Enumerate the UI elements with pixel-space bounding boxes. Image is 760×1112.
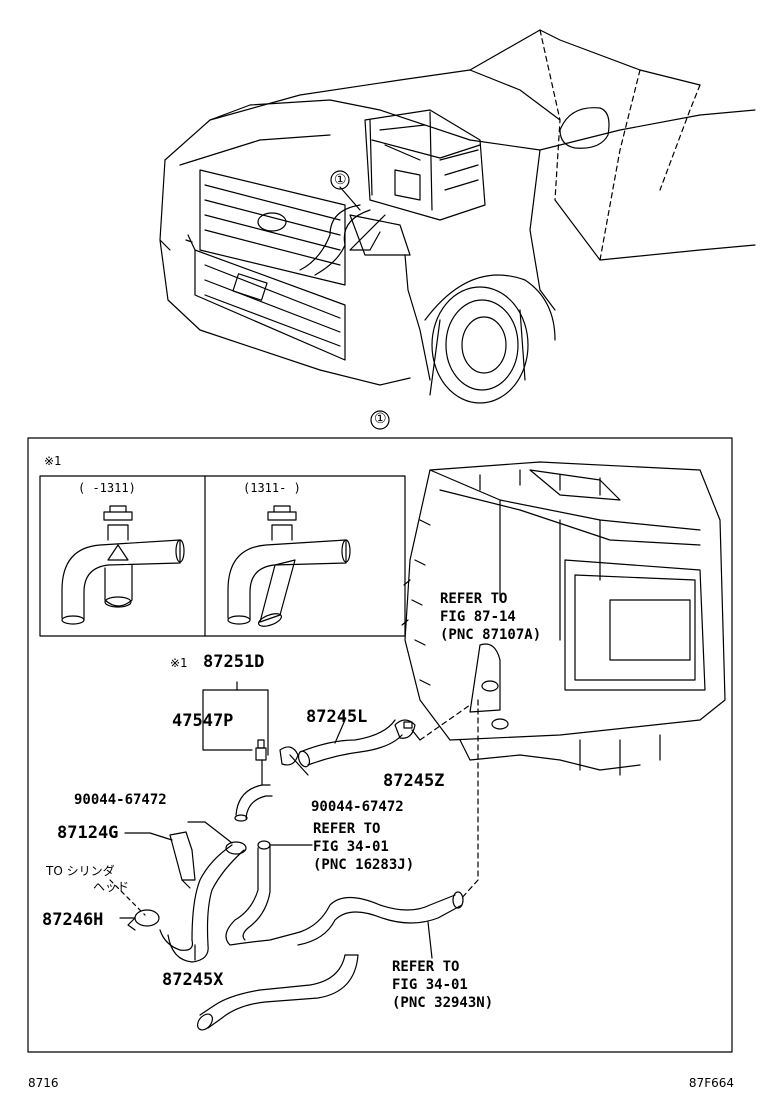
part-90044-left-label: 90044-67472 — [74, 792, 167, 808]
ref2-line3: (PNC 16283J) — [313, 857, 415, 873]
ref3-line3: (PNC 32943N) — [392, 995, 494, 1011]
part-87245X-label: 87245X — [162, 970, 224, 990]
inset-marker: ※1 — [44, 454, 62, 468]
ref2-line2: FIG 34-01 — [313, 839, 389, 855]
variant-inset — [39, 475, 406, 637]
part-87251D-marker: ※1 — [170, 656, 188, 670]
part-90044-right-label: 90044-67472 — [311, 799, 404, 815]
ref2-line1: REFER TO — [313, 821, 381, 837]
inset-right-caption: (1311- ) — [243, 481, 301, 495]
footer-left-code: 8716 — [28, 1076, 59, 1090]
part-87245L-label: 87245L — [306, 707, 368, 727]
footer-right-code: 87F664 — [688, 1076, 734, 1090]
part-87124G-label: 87124G — [57, 823, 119, 843]
hose-assembly — [109, 681, 479, 1031]
to-cylinder-line1: TO シリンダ — [46, 864, 115, 878]
right-variant-pipe — [227, 505, 351, 627]
left-variant-pipe — [61, 505, 185, 625]
inset-left-caption: ( -1311) — [78, 481, 136, 495]
part-87245Z-label: 87245Z — [383, 771, 445, 791]
reference-87107A: REFER TO FIG 87-14 (PNC 87107A) — [440, 590, 541, 644]
reference-32943N: REFER TO FIG 34-01 (PNC 32943N) — [392, 958, 493, 1012]
callout-frame: ① — [374, 411, 387, 427]
ref1-line1: REFER TO — [440, 591, 508, 607]
main-frame — [27, 437, 733, 1053]
vehicle-overview — [159, 29, 756, 404]
part-87246H-label: 87246H — [42, 910, 104, 930]
part-87251D-label: 87251D — [203, 652, 265, 672]
part-47547P-label: 47547P — [172, 711, 234, 731]
hvac-unit — [401, 461, 726, 776]
ref3-line2: FIG 34-01 — [392, 977, 468, 993]
ref1-line3: (PNC 87107A) — [440, 627, 542, 643]
callout-circle — [370, 410, 390, 430]
reference-16283J: REFER TO FIG 34-01 (PNC 16283J) — [313, 820, 414, 874]
callout-top: ① — [334, 172, 347, 188]
to-cylinder-line2: ヘッド — [93, 880, 130, 894]
ref1-line2: FIG 87-14 — [440, 609, 516, 625]
ref3-line1: REFER TO — [392, 959, 460, 975]
